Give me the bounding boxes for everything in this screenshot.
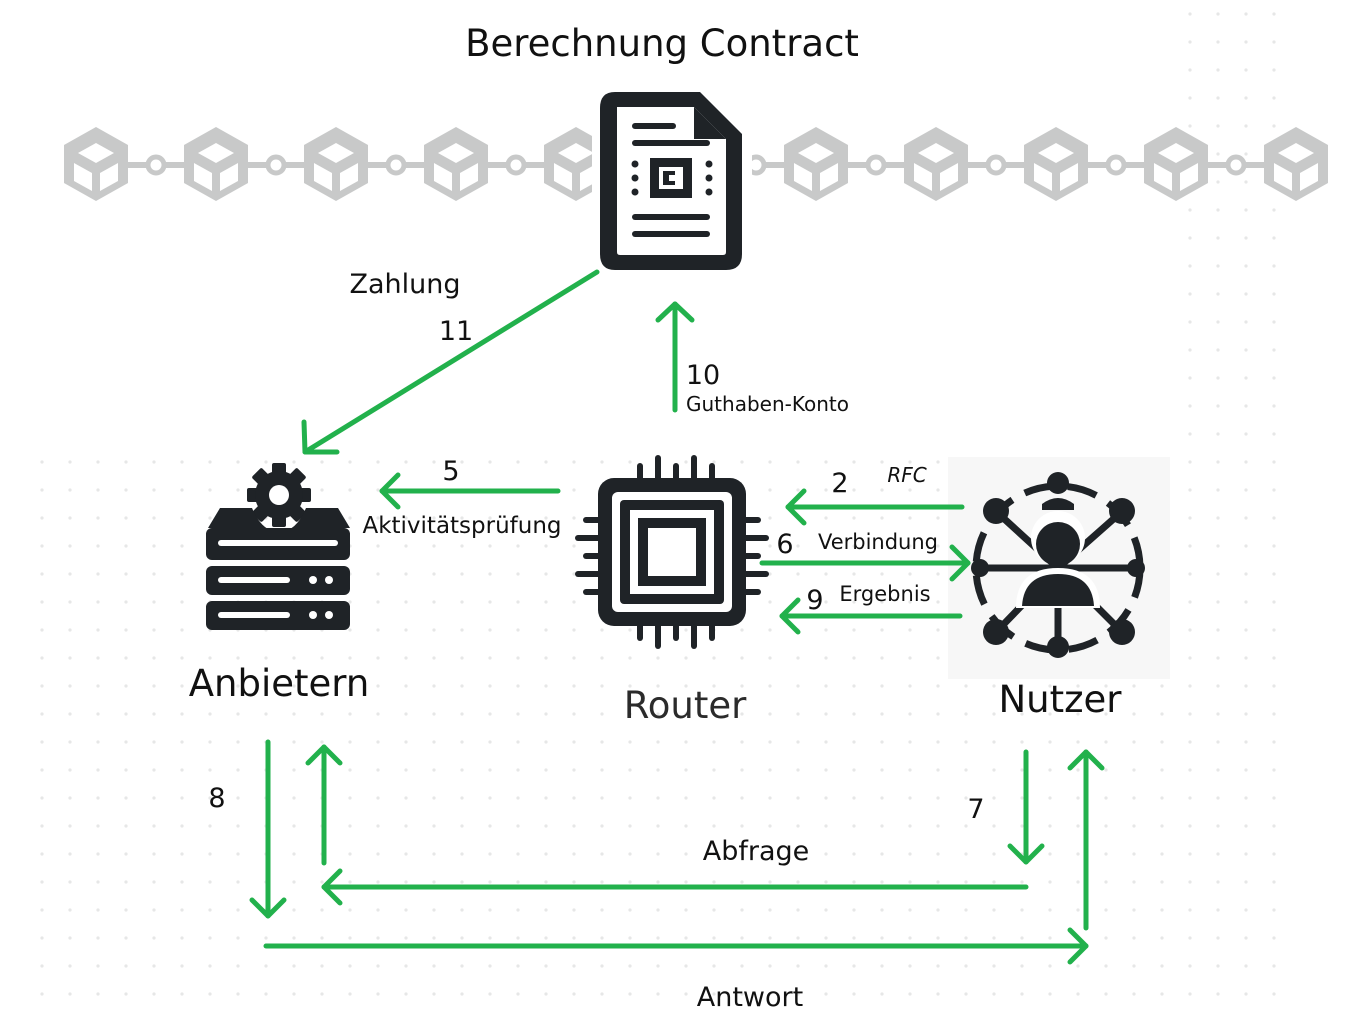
arrow-lines bbox=[249, 269, 1105, 965]
rfc-label: RFC bbox=[887, 463, 926, 487]
arrow-activity bbox=[379, 472, 561, 510]
connection-step: 6 bbox=[776, 529, 793, 560]
chain-block-icon bbox=[424, 127, 488, 201]
credit-label: Guthaben-Konto bbox=[686, 392, 849, 416]
chain-link bbox=[1225, 154, 1247, 176]
arrow-provider-up bbox=[305, 744, 343, 866]
connection-label: Verbindung bbox=[818, 530, 938, 554]
chain-block-icon bbox=[784, 127, 848, 201]
arrow-provider-down bbox=[249, 739, 287, 919]
arrow-user-down bbox=[1007, 749, 1045, 865]
chain-link bbox=[505, 154, 527, 176]
answer-label: Antwort bbox=[697, 982, 803, 1013]
chain-link bbox=[1105, 154, 1127, 176]
server-gear-icon bbox=[206, 463, 350, 630]
activity-step: 5 bbox=[442, 456, 459, 487]
chain-block-icon bbox=[904, 127, 968, 201]
chain-link bbox=[385, 154, 407, 176]
arrow-credit bbox=[655, 301, 695, 413]
chain-block-icon bbox=[64, 127, 128, 201]
chain-block-icon bbox=[304, 127, 368, 201]
arrow-answer bbox=[263, 927, 1089, 965]
chain-link bbox=[265, 154, 287, 176]
user-down-step: 7 bbox=[967, 794, 984, 825]
chain-block-icon bbox=[184, 127, 248, 201]
activity-label: Aktivitätsprüfung bbox=[362, 513, 561, 539]
result-label: Ergebnis bbox=[839, 582, 930, 606]
diagram-title: Berechnung Contract bbox=[465, 22, 859, 65]
arrow-rfc bbox=[785, 488, 965, 526]
chip-icon bbox=[575, 455, 769, 649]
chain-link bbox=[145, 154, 167, 176]
provider-down-step: 8 bbox=[208, 783, 225, 814]
arrow-payment bbox=[301, 269, 600, 455]
chain-block-icon bbox=[1024, 127, 1088, 201]
payment-step: 11 bbox=[439, 316, 473, 347]
payment-label: Zahlung bbox=[349, 269, 460, 300]
chain-link bbox=[865, 154, 887, 176]
user-label: Nutzer bbox=[998, 678, 1122, 721]
rfc-step: 2 bbox=[831, 468, 848, 499]
result-step: 9 bbox=[806, 585, 823, 616]
chain-link bbox=[985, 154, 1007, 176]
arrow-connection bbox=[759, 544, 971, 582]
arrow-query bbox=[321, 868, 1029, 906]
dot-grid-background-right bbox=[1180, 0, 1300, 440]
provider-label: Anbietern bbox=[189, 662, 370, 705]
arrow-user-up bbox=[1067, 749, 1105, 931]
credit-step: 10 bbox=[686, 360, 720, 391]
router-label: Router bbox=[624, 684, 747, 727]
arrow-result bbox=[779, 597, 963, 635]
query-label: Abfrage bbox=[703, 836, 810, 867]
document-contract-icon bbox=[592, 85, 752, 275]
user-network-icon bbox=[948, 457, 1170, 679]
